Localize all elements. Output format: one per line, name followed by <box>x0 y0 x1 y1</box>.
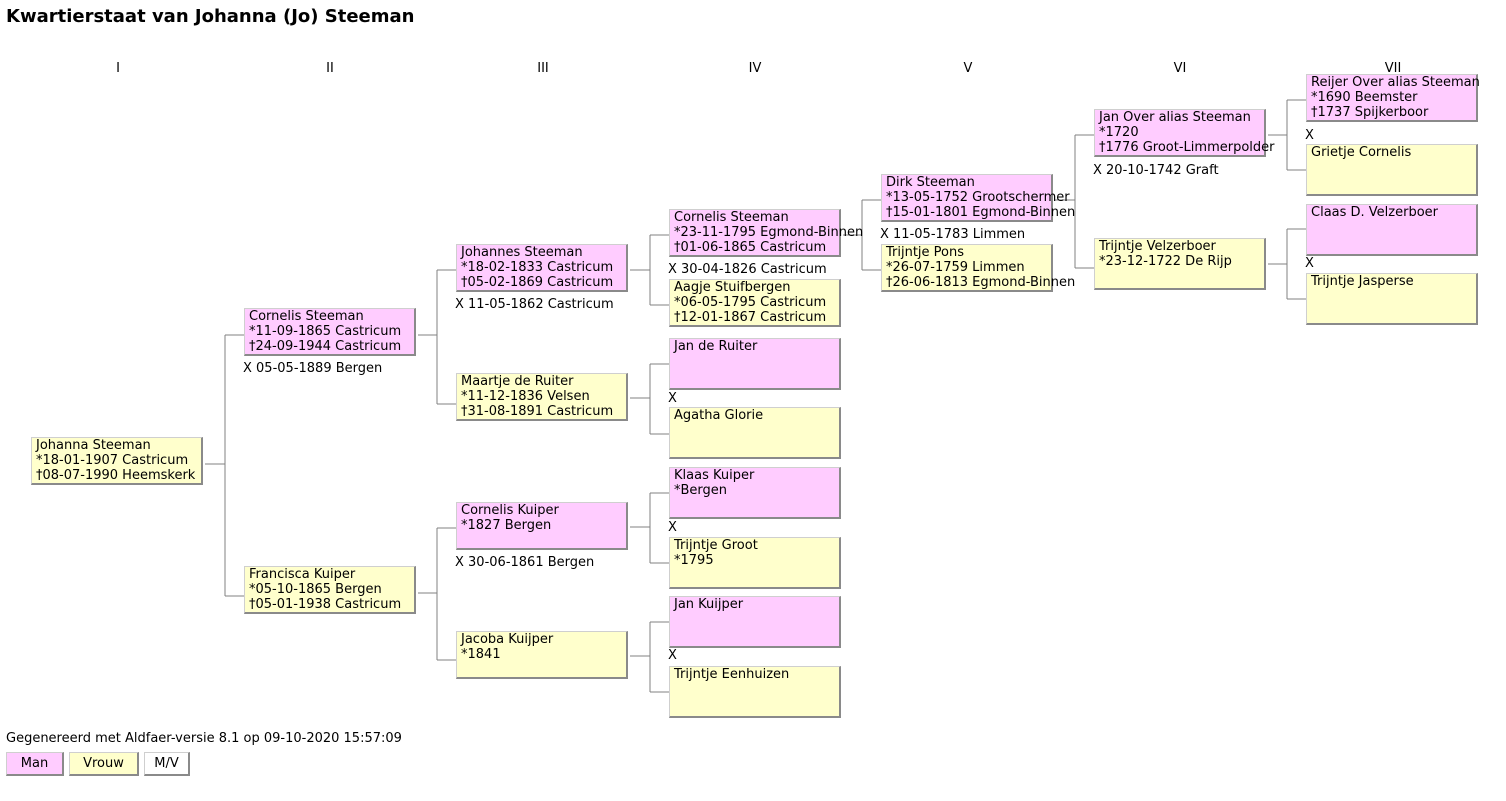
person-box-cornelis-kuiper[interactable]: Cornelis Kuiper *1827 Bergen <box>456 502 628 550</box>
person-name: Jan de Ruiter <box>674 339 758 354</box>
marriage-label: X 30-04-1826 Castricum <box>668 262 827 277</box>
person-name: Trijntje Eenhuizen <box>674 667 790 682</box>
person-birth: *23-11-1795 Egmond-Binnen <box>674 225 864 240</box>
person-birth: *1827 Bergen <box>461 518 552 533</box>
person-box-maartje-de-ruiter[interactable]: Maartje de Ruiter *11-12-1836 Velsen †31… <box>456 373 628 421</box>
marriage-label: X <box>668 391 677 406</box>
marriage-label: X 11-05-1783 Limmen <box>880 227 1026 242</box>
person-death: †05-02-1869 Castricum <box>461 275 614 290</box>
person-name: Francisca Kuiper <box>249 567 356 582</box>
person-box-dirk-steeman[interactable]: Dirk Steeman *13-05-1752 Grootschermer †… <box>881 174 1076 222</box>
person-birth: *13-05-1752 Grootschermer <box>886 190 1070 205</box>
generated-info: Gegenereerd met Aldfaer-versie 8.1 op 09… <box>6 731 402 746</box>
person-birth: *1795 <box>674 553 714 568</box>
person-birth: *06-05-1795 Castricum <box>674 295 827 310</box>
person-birth: *1690 Beemster <box>1311 90 1418 105</box>
generation-header-5: V <box>963 61 973 76</box>
person-birth: *1720 <box>1099 125 1139 140</box>
person-box-francisca-kuiper[interactable]: Francisca Kuiper *05-10-1865 Bergen †05-… <box>244 566 416 614</box>
person-box-johanna-steeman[interactable]: Johanna Steeman *18-01-1907 Castricum †0… <box>31 437 203 485</box>
person-name: Claas D. Velzerboer <box>1311 205 1439 220</box>
person-name: Jacoba Kuijper <box>461 632 554 647</box>
person-name: Aagje Stuifbergen <box>674 280 791 295</box>
person-box-jacoba-kuijper[interactable]: Jacoba Kuijper *1841 <box>456 631 628 679</box>
person-box-claas-d-velzerboer[interactable]: Claas D. Velzerboer <box>1306 204 1478 256</box>
person-name: Cornelis Kuiper <box>461 503 559 518</box>
person-name: Johannes Steeman <box>461 245 583 260</box>
person-name: Cornelis Steeman <box>674 210 789 225</box>
person-box-aagje-stuifbergen[interactable]: Aagje Stuifbergen *06-05-1795 Castricum … <box>669 279 841 327</box>
person-box-jan-de-ruiter[interactable]: Jan de Ruiter <box>669 338 841 390</box>
marriage-label: X <box>1305 256 1314 271</box>
generation-header-2: II <box>326 61 334 76</box>
generation-header-7: VII <box>1384 61 1402 76</box>
person-box-grietje-cornelis[interactable]: Grietje Cornelis <box>1306 144 1478 196</box>
person-birth: *18-01-1907 Castricum <box>36 453 189 468</box>
person-death: †08-07-1990 Heemskerk <box>36 468 196 483</box>
generation-header-1: I <box>116 61 120 76</box>
person-birth: *11-12-1836 Velsen <box>461 389 590 404</box>
person-name: Maartje de Ruiter <box>461 374 574 389</box>
generation-header-3: III <box>537 61 549 76</box>
person-box-trijntje-jasperse[interactable]: Trijntje Jasperse <box>1306 273 1478 325</box>
person-birth: *11-09-1865 Castricum <box>249 324 402 339</box>
person-box-cornelis-steeman-iv[interactable]: Cornelis Steeman *23-11-1795 Egmond-Binn… <box>669 209 864 257</box>
person-death: †12-01-1867 Castricum <box>674 310 827 325</box>
person-death: †1737 Spijkerboor <box>1311 105 1429 120</box>
person-box-reijer-over-alias-steeman[interactable]: Reijer Over alias Steeman *1690 Beemster… <box>1306 74 1480 122</box>
person-name: Trijntje Pons <box>886 245 965 260</box>
marriage-label: X 05-05-1889 Bergen <box>243 361 383 376</box>
marriage-label: X 11-05-1862 Castricum <box>455 297 614 312</box>
generation-header-6: VI <box>1173 61 1187 76</box>
person-name: Jan Kuijper <box>674 597 744 612</box>
person-birth: *26-07-1759 Limmen <box>886 260 1025 275</box>
person-death: †1776 Groot-Limmerpolder <box>1099 140 1275 155</box>
person-name: Jan Over alias Steeman <box>1099 110 1251 125</box>
person-death: †31-08-1891 Castricum <box>461 404 614 419</box>
person-name: Dirk Steeman <box>886 175 975 190</box>
legend-mv: M/V <box>144 752 190 776</box>
person-name: Trijntje Jasperse <box>1311 274 1414 289</box>
marriage-label: X <box>1305 128 1314 143</box>
person-death: †05-01-1938 Castricum <box>249 597 402 612</box>
person-death: †24-09-1944 Castricum <box>249 339 402 354</box>
person-name: Cornelis Steeman <box>249 309 364 324</box>
marriage-label: X <box>668 648 677 663</box>
page-title: Kwartierstaat van Johanna (Jo) Steeman <box>6 6 415 27</box>
generation-header-4: IV <box>748 61 762 76</box>
person-death: †15-01-1801 Egmond-Binnen <box>886 205 1076 220</box>
person-name: Reijer Over alias Steeman <box>1311 75 1480 90</box>
legend-man: Man <box>6 752 64 776</box>
marriage-label: X <box>668 520 677 535</box>
person-birth: *1841 <box>461 647 501 662</box>
person-birth: *05-10-1865 Bergen <box>249 582 382 597</box>
person-name: Johanna Steeman <box>36 438 151 453</box>
person-box-johannes-steeman[interactable]: Johannes Steeman *18-02-1833 Castricum †… <box>456 244 628 292</box>
person-birth: *23-12-1722 De Rijp <box>1099 254 1232 269</box>
person-box-jan-over-alias-steeman[interactable]: Jan Over alias Steeman *1720 †1776 Groot… <box>1094 109 1275 157</box>
person-birth: *Bergen <box>674 483 728 498</box>
person-name: Grietje Cornelis <box>1311 145 1412 160</box>
person-name: Agatha Glorie <box>674 408 764 423</box>
person-death: †26-06-1813 Egmond-Binnen <box>886 275 1076 290</box>
person-birth: *18-02-1833 Castricum <box>461 260 614 275</box>
person-name: Trijntje Velzerboer <box>1099 239 1216 254</box>
person-death: †01-06-1865 Castricum <box>674 240 827 255</box>
marriage-label: X 30-06-1861 Bergen <box>455 555 595 570</box>
person-box-agatha-glorie[interactable]: Agatha Glorie <box>669 407 841 459</box>
person-box-klaas-kuiper[interactable]: Klaas Kuiper *Bergen <box>669 467 841 519</box>
person-box-cornelis-steeman[interactable]: Cornelis Steeman *11-09-1865 Castricum †… <box>244 308 416 356</box>
person-box-trijntje-eenhuizen[interactable]: Trijntje Eenhuizen <box>669 666 841 718</box>
legend-vrouw: Vrouw <box>69 752 139 776</box>
person-name: Trijntje Groot <box>674 538 758 553</box>
person-name: Klaas Kuiper <box>674 468 755 483</box>
person-box-trijntje-groot[interactable]: Trijntje Groot *1795 <box>669 537 841 589</box>
marriage-label: X 20-10-1742 Graft <box>1093 163 1219 178</box>
person-box-trijntje-velzerboer[interactable]: Trijntje Velzerboer *23-12-1722 De Rijp <box>1094 238 1266 290</box>
person-box-trijntje-pons[interactable]: Trijntje Pons *26-07-1759 Limmen †26-06-… <box>881 244 1076 292</box>
person-box-jan-kuijper[interactable]: Jan Kuijper <box>669 596 841 648</box>
